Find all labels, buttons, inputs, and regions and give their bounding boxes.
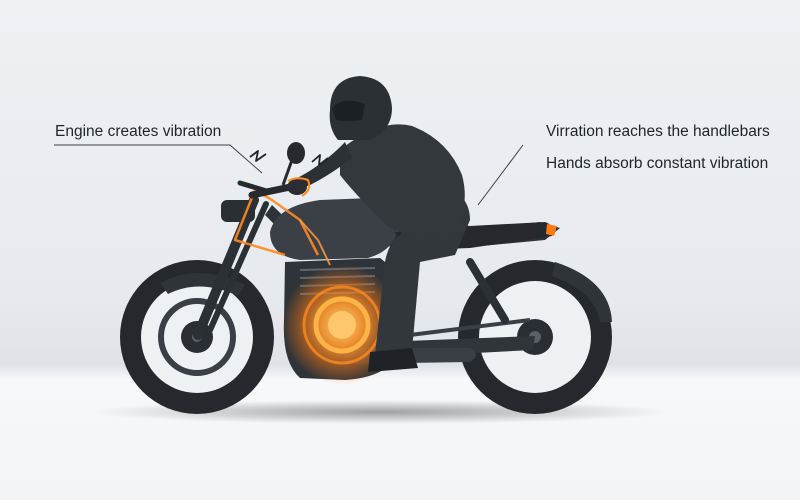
helmet	[329, 76, 392, 140]
front-fork	[193, 195, 269, 340]
rider-glove	[287, 179, 307, 195]
hands-leader-line	[477, 144, 524, 206]
handlebars-vibration-label: Virration reaches the handlebars	[546, 123, 770, 140]
engine-leader-line	[54, 144, 263, 174]
hands-vibration-label: Hands absorb constant vibration	[546, 155, 769, 172]
vibration-zigzag-icon	[249, 150, 267, 162]
headlight	[221, 200, 255, 222]
rider	[287, 76, 470, 372]
engine-vibration-label: Engine creates vibration	[55, 123, 222, 140]
fuel-tank	[270, 198, 398, 260]
tail-light	[546, 224, 557, 236]
handlebar	[237, 142, 305, 199]
vibration-zigzag-icon	[311, 154, 329, 166]
rear-fender	[552, 262, 612, 322]
rear-shock	[466, 258, 509, 324]
